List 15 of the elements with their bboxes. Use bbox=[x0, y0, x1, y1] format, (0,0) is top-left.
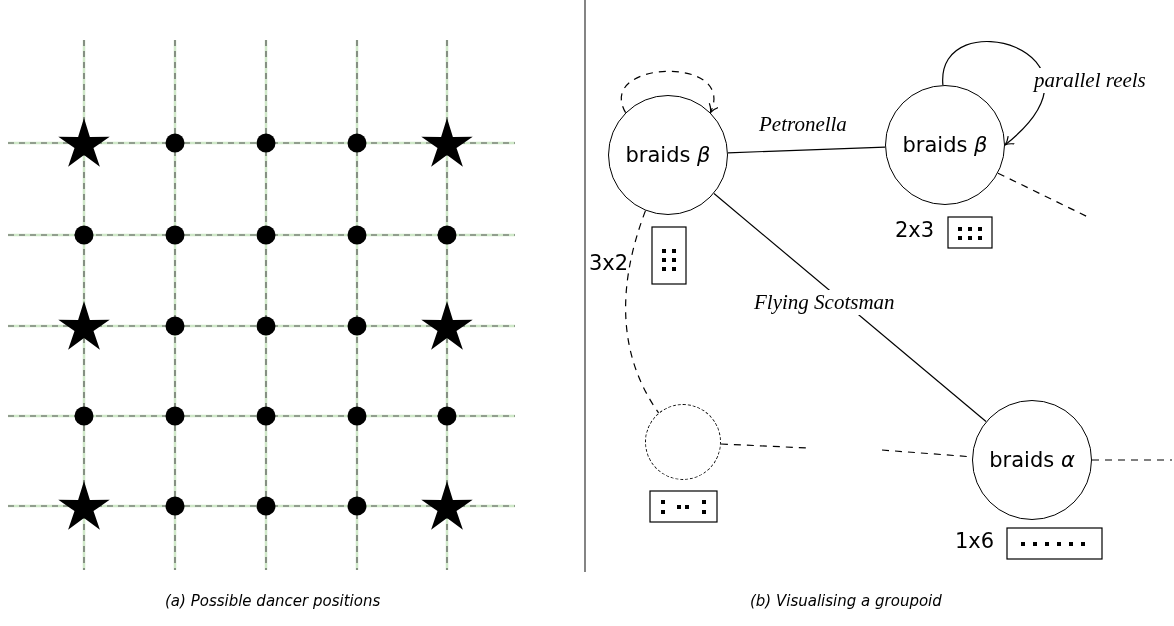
size-label: 1x6 bbox=[955, 529, 995, 553]
edge-label: parallel reels bbox=[1032, 68, 1148, 93]
node-label: braids β bbox=[902, 133, 988, 157]
size-label: 3x2 bbox=[589, 251, 629, 275]
size-label: 2x3 bbox=[895, 218, 935, 242]
connector-line bbox=[727, 146, 886, 154]
connector-line bbox=[1091, 459, 1173, 461]
node-label: braids β bbox=[625, 143, 711, 167]
connector-line bbox=[720, 443, 809, 449]
connector-line bbox=[713, 192, 987, 423]
caption: (b) Visualising a groupoid bbox=[750, 592, 942, 610]
node-label: braids α bbox=[989, 448, 1075, 472]
edge-label: Flying Scotsman bbox=[752, 290, 897, 315]
connector-line bbox=[625, 210, 660, 414]
caption: (a) Possible dancer positions bbox=[165, 592, 381, 610]
